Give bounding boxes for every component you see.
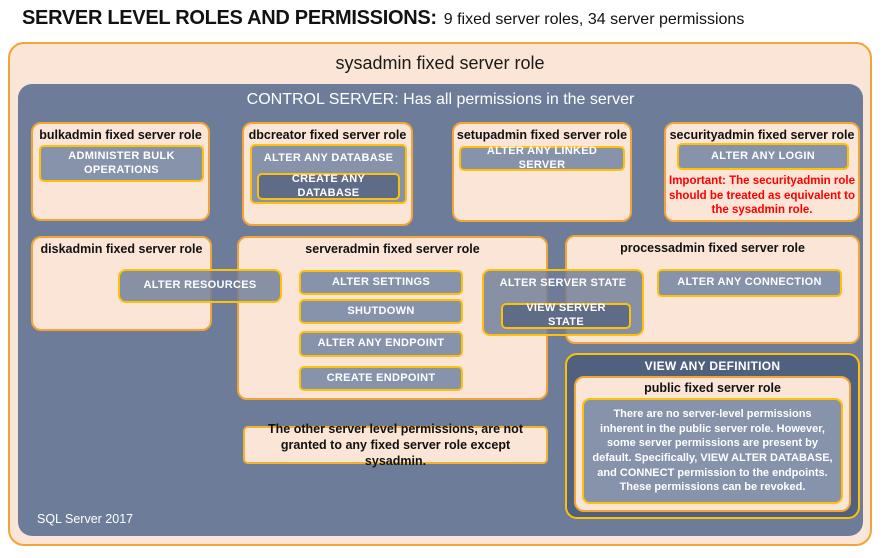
page-title: SERVER LEVEL ROLES AND PERMISSIONS: 9 fix… (22, 7, 872, 30)
page-title-main: SERVER LEVEL ROLES AND PERMISSIONS: (22, 7, 437, 29)
permission-alter-server-state-label: ALTER SERVER STATE (499, 277, 627, 289)
securityadmin-role-box: securityadmin fixed server role (664, 122, 860, 222)
setupadmin-role-title: setupadmin fixed server role (456, 128, 628, 142)
other-permissions-note: The other server level permissions, are … (243, 422, 548, 468)
bulkadmin-role-title: bulkadmin fixed server role (39, 128, 202, 142)
serveradmin-role-title: serveradmin fixed server role (305, 242, 480, 256)
permission-view-server-state: VIEW SERVER STATE (501, 302, 631, 329)
permission-alter-any-endpoint: ALTER ANY ENDPOINT (299, 331, 463, 357)
page-title-subtitle: 9 fixed server roles, 34 server permissi… (443, 11, 745, 28)
permission-shutdown: SHUTDOWN (299, 299, 463, 324)
permission-alter-any-database-label: ALTER ANY DATABASE (263, 152, 394, 164)
control-server-label: CONTROL SERVER: Has all permissions in t… (246, 91, 635, 108)
dbcreator-role-title: dbcreator fixed server role (248, 128, 407, 142)
securityadmin-warning-note: Important: The securityadmin role should… (669, 175, 855, 217)
permission-administer-bulk-operations: ADMINISTER BULK OPERATIONS (39, 145, 204, 182)
sysadmin-role-label: sysadmin fixed server role (335, 53, 545, 73)
permission-alter-any-linked-server: ALTER ANY LINKED SERVER (459, 145, 625, 171)
processadmin-role-title: processadmin fixed server role (620, 241, 805, 255)
sql-server-version-label: SQL Server 2017 (37, 512, 134, 526)
permission-alter-settings: ALTER SETTINGS (299, 270, 463, 295)
securityadmin-role-title: securityadmin fixed server role (669, 128, 855, 142)
permission-create-endpoint: CREATE ENDPOINT (299, 366, 463, 391)
setupadmin-role-box: setupadmin fixed server role (452, 122, 632, 222)
diskadmin-role-title: diskadmin fixed server role (40, 242, 203, 256)
permission-alter-any-login: ALTER ANY LOGIN (677, 143, 849, 170)
public-role-note: There are no server-level permissions in… (582, 398, 843, 504)
view-any-definition-label: VIEW ANY DEFINITION (644, 359, 781, 373)
public-role-title: public fixed server role (644, 381, 781, 395)
permission-alter-any-connection: ALTER ANY CONNECTION (657, 269, 842, 297)
permission-create-any-database: CREATE ANY DATABASE (257, 173, 400, 200)
permission-alter-resources: ALTER RESOURCES (118, 269, 282, 303)
